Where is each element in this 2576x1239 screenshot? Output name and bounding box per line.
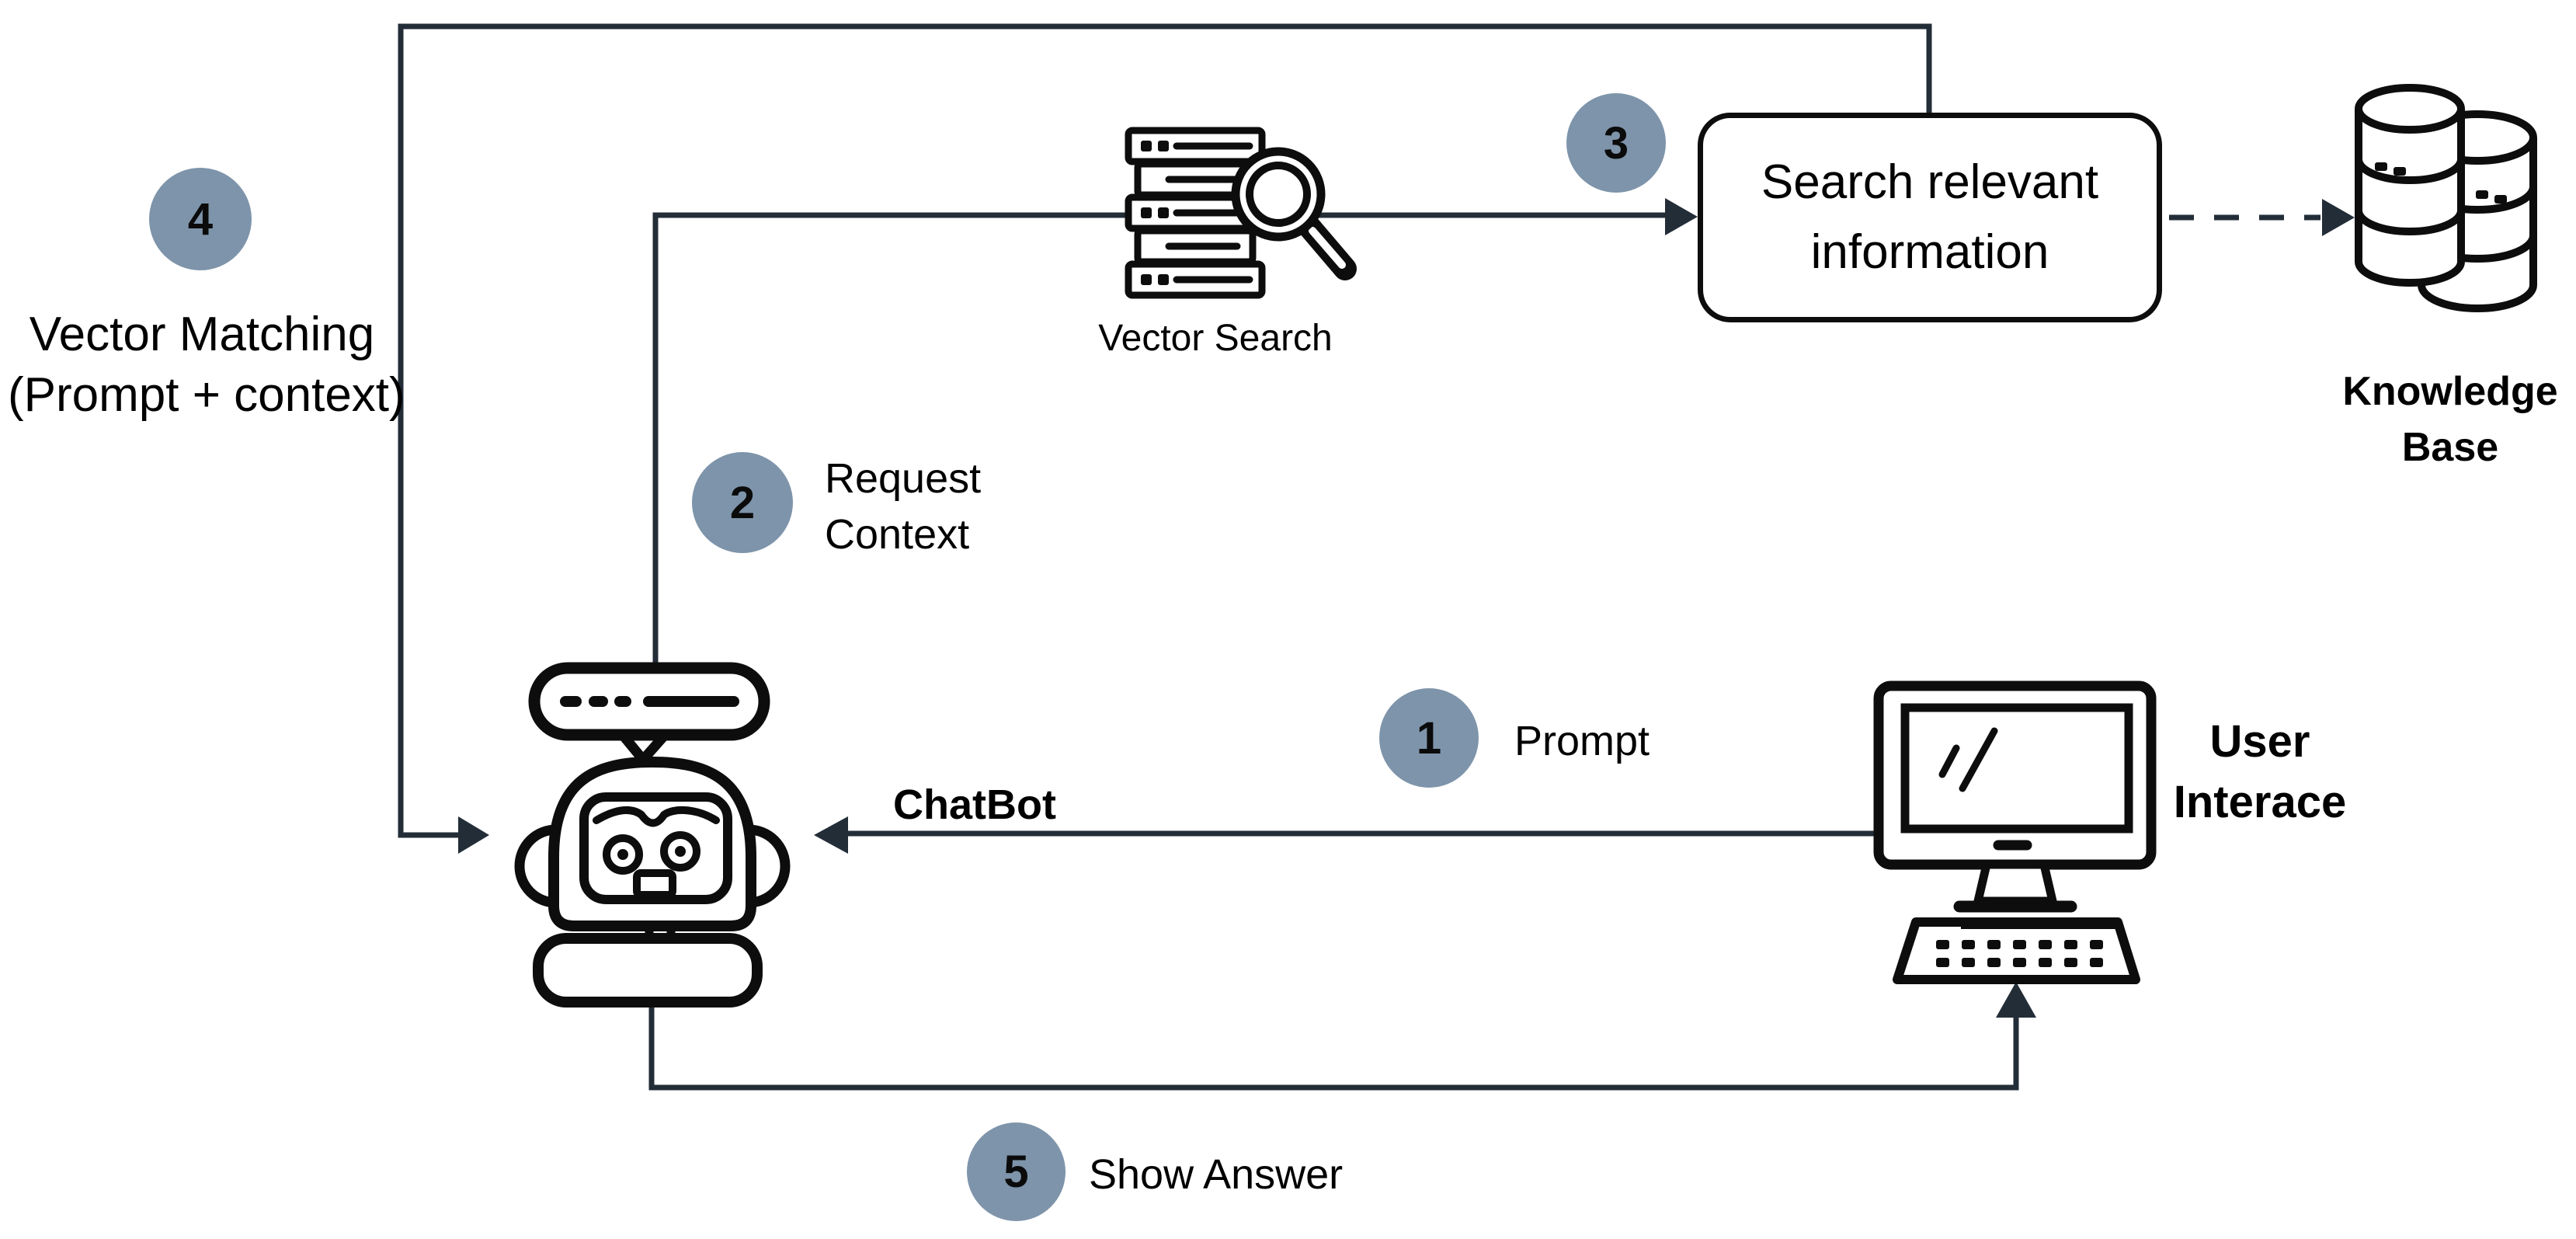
vector-search-label: Vector Search (1098, 318, 1333, 359)
user-interface-line1: User (2209, 716, 2310, 767)
database-icon (2355, 84, 2537, 312)
knowledge-base-line1: Knowledge (2342, 369, 2558, 414)
arrow-into-search-box (1665, 198, 1698, 235)
step-2-label: Request Context (825, 451, 981, 562)
step-2-label-line1: Request (825, 455, 982, 502)
knowledge-base-line2: Base (2401, 425, 2499, 470)
arrow-into-chatbot-right (814, 816, 848, 854)
step-1-label: Prompt (1514, 718, 1650, 764)
step-4-label-line2: (Prompt + context) (8, 368, 405, 422)
step-1-badge: 1 (1379, 688, 1479, 788)
arrow-into-chatbot-left (458, 816, 489, 854)
step-2-badge: 2 (692, 452, 793, 553)
knowledge-base-label: Knowledge Base (2318, 364, 2576, 475)
server-search-icon (1125, 127, 1357, 299)
step-2-label-line2: Context (825, 511, 970, 558)
search-box-line2: information (1810, 225, 2049, 279)
step4-connector (398, 23, 1932, 838)
step-5-label: Show Answer (1089, 1151, 1344, 1198)
arrow-into-knowledge-base (2322, 199, 2355, 236)
robot-icon (514, 662, 791, 1008)
user-interface-label: User Interace (2147, 712, 2373, 833)
step-4-label: Vector Matching (Prompt + context) (8, 305, 405, 426)
step-5-badge: 5 (967, 1122, 1066, 1221)
step2-connector (652, 212, 1667, 687)
step5-connector (648, 973, 2019, 1091)
chatbot-label: ChatBot (893, 781, 1056, 828)
user-interface-line2: Interace (2173, 777, 2347, 827)
desktop-computer-icon (1873, 680, 2157, 984)
arrow-into-keyboard (1996, 982, 2036, 1018)
step-4-label-line1: Vector Matching (29, 308, 375, 361)
step-3-badge: 3 (1566, 93, 1666, 193)
step-4-badge: 4 (149, 168, 252, 270)
search-relevant-information-box: Search relevant information (1698, 113, 2162, 322)
search-box-line1: Search relevant (1761, 155, 2099, 209)
